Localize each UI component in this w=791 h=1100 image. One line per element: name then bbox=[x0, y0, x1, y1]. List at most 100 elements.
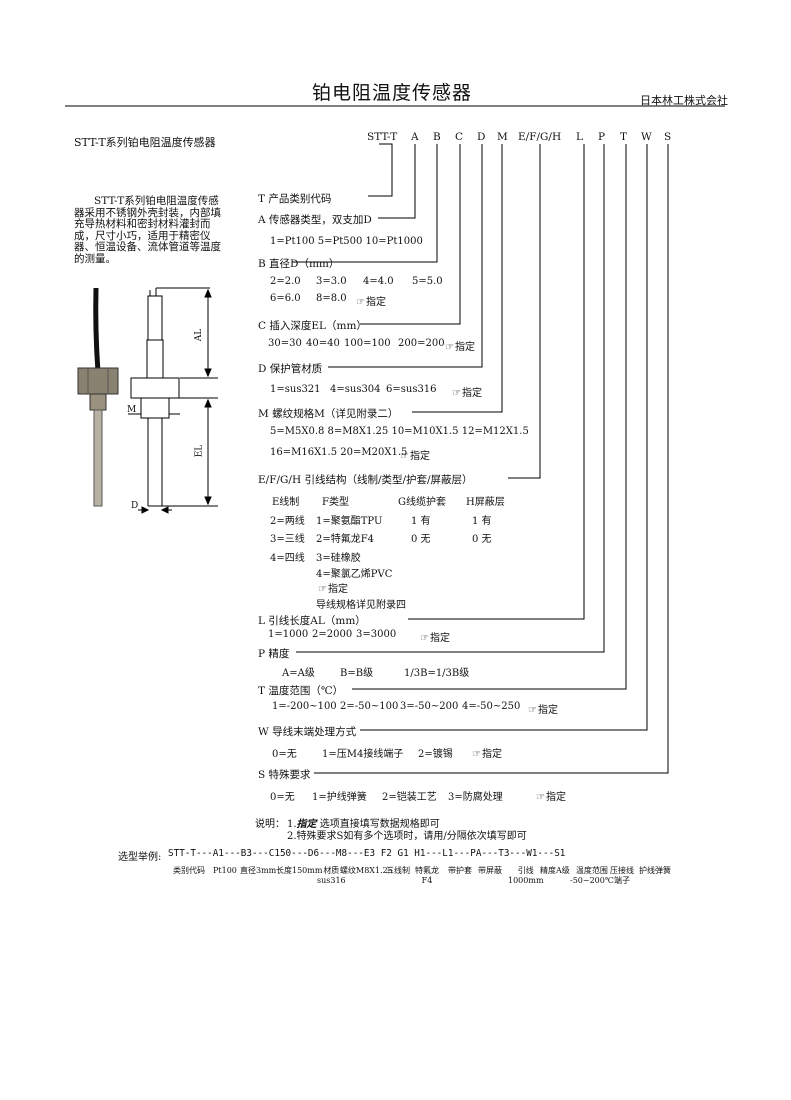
option: 2=两线 bbox=[270, 516, 305, 527]
hand-pointer-icon: ☞ bbox=[445, 342, 454, 353]
code-letter-a: A bbox=[411, 131, 419, 143]
option: 4=聚氯乙烯PVC bbox=[316, 569, 393, 580]
option: 8=8.0 bbox=[316, 293, 347, 304]
hand-pointer-icon: ☞ bbox=[420, 633, 429, 644]
option: 1=1000 bbox=[268, 629, 309, 640]
option: 3=3000 bbox=[356, 629, 397, 640]
section-w-heading: W 导线末端处理方式 bbox=[258, 726, 357, 738]
hand-pointer-icon: ☞ bbox=[452, 388, 461, 399]
option: 1=聚氨酯TPU bbox=[316, 516, 383, 527]
hand-pointer-icon: ☞ bbox=[536, 792, 545, 803]
example-part: 特氟龙 F4 bbox=[415, 866, 439, 885]
option: 100=100 bbox=[344, 338, 391, 349]
hand-pointer-icon: ☞ bbox=[400, 451, 409, 462]
section-t-heading: T 产品类别代码 bbox=[258, 193, 332, 205]
code-letter-m: M bbox=[497, 131, 508, 143]
notes-label: 说明： bbox=[255, 819, 285, 830]
code-letter-efgh: E/F/G/H bbox=[518, 131, 562, 143]
option: 5=5.0 bbox=[412, 276, 443, 287]
code-letter-w: W bbox=[641, 131, 652, 143]
option: 0 无 bbox=[411, 534, 431, 545]
example-part: Pt100 bbox=[213, 866, 237, 875]
code-letter-t: T bbox=[620, 131, 628, 143]
dimension-drawing bbox=[128, 287, 218, 514]
code-letter-stt: STT-T bbox=[367, 131, 398, 143]
hand-pointer-icon: ☞ bbox=[472, 749, 481, 760]
option: 1/3B=1/3B级 bbox=[404, 668, 470, 679]
example-part: 长度150mm bbox=[276, 866, 323, 875]
option: 6=sus316 bbox=[386, 384, 437, 395]
code-letter-d: D bbox=[477, 131, 486, 143]
option: 3=防腐处理 bbox=[448, 792, 503, 803]
section-m-heading: M 螺纹规格M（详见附录二） bbox=[258, 408, 399, 420]
example-part: 压接线 端子 bbox=[610, 866, 634, 885]
option-line: 5=M5X0.8 8=M8X1.25 10=M10X1.5 12=M12X1.5 bbox=[270, 426, 529, 437]
page-title: 铂电阻温度传感器 bbox=[312, 82, 473, 104]
col-head-f: F类型 bbox=[322, 497, 349, 508]
code-letter-s: S bbox=[664, 131, 672, 143]
option: 0=无 bbox=[272, 749, 297, 760]
company-name: 日本林工株式会社 bbox=[640, 94, 728, 107]
option: 1=sus321 bbox=[270, 384, 321, 395]
example-part: 类别代码 bbox=[173, 866, 205, 875]
example-part: 引线 1000mm bbox=[508, 866, 544, 885]
specify-note: ☞指定 bbox=[445, 342, 475, 353]
specify-note: ☞指定 bbox=[472, 749, 502, 760]
option: 2=特氟龙F4 bbox=[316, 534, 375, 545]
example-part: 护线弹簧 bbox=[639, 866, 671, 875]
specify-note: ☞指定 bbox=[452, 388, 482, 399]
option: 2=-50~100 bbox=[340, 701, 399, 712]
note-1: 1.指定 选项直接填写数据规格即可 bbox=[287, 819, 440, 830]
code-letter-c: C bbox=[455, 131, 464, 143]
example-part: 三线制 bbox=[386, 866, 410, 875]
note-2: 2.特殊要求S如有多个选项时，请用/分隔依次填写即可 bbox=[287, 831, 527, 842]
section-d-heading: D 保护管材质 bbox=[258, 363, 323, 375]
option: 3=-50~200 bbox=[400, 701, 459, 712]
option: 0 无 bbox=[472, 534, 492, 545]
section-efgh-heading: E/F/G/H 引线结构（线制/类型/护套/屏蔽层） bbox=[258, 474, 473, 486]
option: 4=4.0 bbox=[363, 276, 394, 287]
code-letter-l: L bbox=[576, 131, 583, 143]
option: 1 有 bbox=[472, 516, 492, 527]
option: 200=200 bbox=[398, 338, 445, 349]
section-c-heading: C 插入深度EL（mm） bbox=[258, 320, 367, 332]
code-letter-p: P bbox=[598, 131, 606, 143]
example-part: 精度A级 bbox=[540, 866, 570, 875]
example-part: 带屏蔽 bbox=[478, 866, 502, 875]
product-name: STT-T系列铂电阻温度传感器 bbox=[74, 136, 216, 149]
label-m: M bbox=[127, 405, 137, 415]
option: B=B级 bbox=[340, 668, 374, 679]
option: 3=3.0 bbox=[316, 276, 347, 287]
specify-note: ☞指定 bbox=[318, 584, 348, 595]
section-s-heading: S 特殊要求 bbox=[258, 769, 311, 781]
option: 1=护线弹簧 bbox=[312, 792, 367, 803]
section-p-heading: P 精度 bbox=[258, 648, 290, 660]
label-al: AL bbox=[194, 328, 205, 342]
example-part: 温度范围 -50~200℃ bbox=[570, 866, 614, 885]
product-description: STT-T系列铂电阻温度传感器采用不锈钢外壳封装，内部填充导热材料和密封材料灌封… bbox=[74, 195, 221, 265]
specify-note: ☞指定 bbox=[400, 451, 430, 462]
section-b-heading: B 直径D（mm） bbox=[258, 258, 340, 270]
option: 1=压M4接线端子 bbox=[322, 749, 404, 760]
example-part: 带护套 bbox=[448, 866, 472, 875]
label-d: D bbox=[131, 501, 139, 511]
option: 0=无 bbox=[270, 792, 295, 803]
option-line: 16=M16X1.5 20=M20X1.5 bbox=[270, 447, 408, 458]
option: 3=硅橡胶 bbox=[316, 553, 361, 564]
option: 30=30 bbox=[268, 338, 302, 349]
example-code: STT-T---A1---B3---C150---D6---M8---E3 F2… bbox=[168, 848, 566, 859]
example-part: 材质 sus316 bbox=[317, 866, 346, 885]
option: 4=四线 bbox=[270, 553, 305, 564]
hand-pointer-icon: ☞ bbox=[318, 584, 327, 595]
code-letter-b: B bbox=[433, 131, 441, 143]
label-el: EL bbox=[194, 444, 205, 458]
section-a-heading: A 传感器类型，双支加D bbox=[258, 214, 372, 226]
option: 2=2.0 bbox=[270, 276, 301, 287]
specify-note: ☞指定 bbox=[528, 705, 558, 716]
col-head-e: E线制 bbox=[272, 497, 300, 508]
col-head-g: G线缆护套 bbox=[398, 497, 446, 508]
specify-note: ☞指定 bbox=[536, 792, 566, 803]
option: 1 有 bbox=[411, 516, 431, 527]
example-label: 选型举例: bbox=[118, 852, 162, 863]
